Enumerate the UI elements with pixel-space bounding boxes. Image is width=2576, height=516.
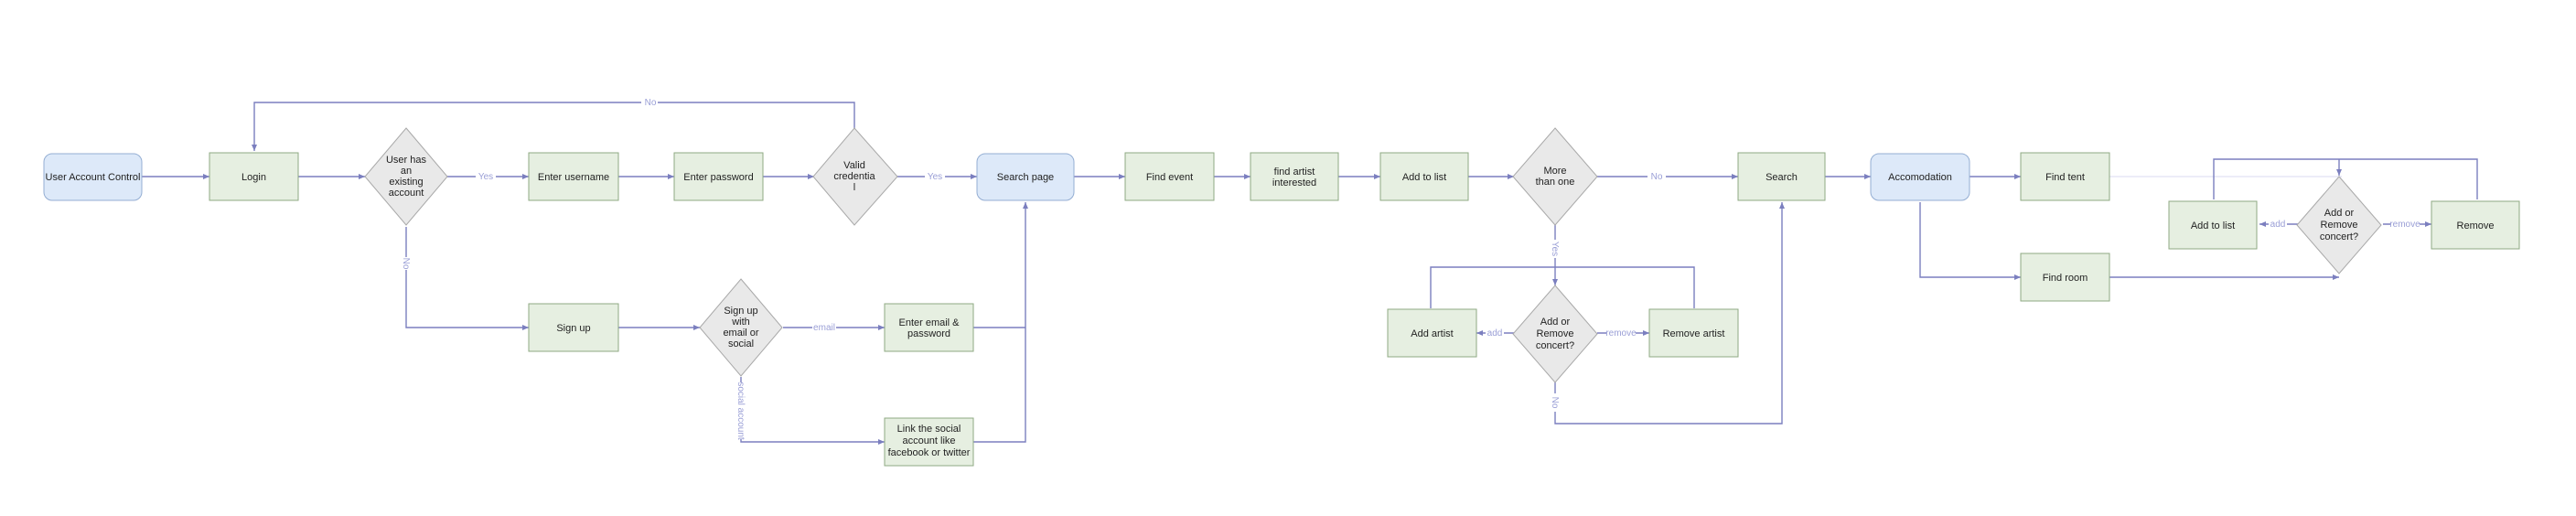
svg-text:facebook or twitter: facebook or twitter [888, 447, 971, 458]
node-find-event[interactable]: Find event [1124, 152, 1215, 201]
edge-label-no: No [1651, 172, 1663, 182]
svg-text:More: More [1543, 166, 1566, 177]
node-find-artist[interactable]: find artist interested [1250, 152, 1339, 201]
svg-text:existing: existing [389, 177, 423, 188]
node-add-to-list[interactable]: Add to list [1379, 152, 1469, 201]
decision-user-has-account[interactable]: User has an existing account [364, 127, 448, 226]
svg-text:account like: account like [902, 435, 955, 446]
edge-label-yes: Yes [928, 172, 942, 182]
node-add-artist[interactable]: Add artist [1387, 308, 1477, 358]
svg-text:Add or: Add or [2324, 208, 2355, 219]
node-find-tent[interactable]: Find tent [2020, 152, 2110, 201]
svg-text:Sign up: Sign up [724, 306, 757, 317]
edge-label-no: No [401, 258, 411, 270]
svg-text:User has: User has [386, 155, 427, 166]
svg-text:Enter password: Enter password [683, 172, 753, 183]
decision-add-remove-concert-2[interactable]: Add or Remove concert? [2296, 176, 2382, 274]
edge-label-yes: Yes [478, 172, 493, 182]
svg-text:Add artist: Add artist [1411, 328, 1453, 339]
svg-text:with: with [731, 317, 750, 328]
svg-text:credentia: credentia [833, 171, 875, 182]
svg-text:interested: interested [1272, 177, 1316, 188]
svg-text:Search page: Search page [997, 172, 1054, 183]
edge-label-social: social account [735, 382, 746, 440]
node-enter-password[interactable]: Enter password [673, 152, 764, 201]
svg-text:Remove: Remove [2321, 220, 2358, 231]
edge-label-no: No [1550, 397, 1560, 409]
svg-text:social: social [728, 339, 754, 349]
edge-label-remove: remove [1605, 328, 1637, 339]
edge-label-yes: Yes [1550, 242, 1560, 256]
node-user-account-control[interactable]: User Account Control [43, 153, 143, 201]
node-find-room[interactable]: Find room [2020, 253, 2110, 302]
svg-text:Remove artist: Remove artist [1663, 328, 1725, 339]
node-link-social[interactable]: Link the social account like facebook or… [884, 417, 974, 467]
node-enter-username[interactable]: Enter username [528, 152, 619, 201]
svg-text:Add to list: Add to list [1402, 172, 1446, 183]
svg-text:Add to list: Add to list [2191, 220, 2235, 231]
svg-text:User Account Control: User Account Control [46, 172, 141, 183]
svg-text:find artist: find artist [1274, 167, 1315, 177]
svg-text:Sign up: Sign up [556, 323, 590, 334]
svg-text:Enter username: Enter username [538, 172, 609, 183]
decision-more-than-one[interactable]: More than one [1512, 127, 1598, 226]
svg-text:Login: Login [242, 172, 266, 183]
edge-label-add: add [1487, 328, 1503, 339]
svg-text:Find room: Find room [2043, 273, 2088, 284]
node-login[interactable]: Login [209, 152, 299, 201]
svg-text:concert?: concert? [2320, 231, 2358, 242]
edge-labels: Yes Yes No No No Yes email social accoun… [400, 96, 2420, 440]
node-accomodation[interactable]: Accomodation [1870, 153, 1970, 201]
svg-text:account: account [389, 188, 424, 199]
edge-label-add: add [2270, 220, 2286, 230]
decision-sign-up-with[interactable]: Sign up with email or social [699, 278, 783, 377]
decision-valid-credential[interactable]: Valid credentia l [812, 127, 898, 226]
svg-text:Add or: Add or [1540, 317, 1571, 328]
svg-text:Find event: Find event [1146, 172, 1193, 183]
edge-label-remove: remove [2389, 220, 2420, 230]
svg-text:password: password [907, 328, 950, 339]
svg-text:email or: email or [723, 328, 758, 339]
edge-label-email: email [813, 323, 835, 333]
node-enter-email-password[interactable]: Enter email & password [884, 303, 974, 352]
edge-label-no: No [645, 98, 657, 108]
node-remove-artist[interactable]: Remove artist [1648, 308, 1739, 358]
svg-text:Link the social: Link the social [897, 424, 961, 435]
node-add-to-list-2[interactable]: Add to list [2168, 200, 2258, 250]
node-search[interactable]: Search [1737, 152, 1826, 201]
svg-text:Accomodation: Accomodation [1888, 172, 1952, 183]
svg-text:an: an [401, 166, 412, 177]
svg-text:Enter email &: Enter email & [898, 317, 960, 328]
svg-text:concert?: concert? [1536, 340, 1574, 351]
svg-text:Find tent: Find tent [2045, 172, 2085, 183]
svg-text:l: l [853, 182, 855, 193]
svg-text:Valid: Valid [843, 160, 865, 171]
node-remove[interactable]: Remove [2431, 200, 2520, 250]
svg-text:Remove: Remove [1537, 328, 1574, 339]
svg-text:Search: Search [1766, 172, 1798, 183]
decision-add-remove-concert[interactable]: Add or Remove concert? [1512, 285, 1598, 383]
node-sign-up[interactable]: Sign up [528, 303, 619, 352]
svg-text:than one: than one [1536, 177, 1575, 188]
node-search-page[interactable]: Search page [976, 153, 1075, 201]
svg-text:Remove: Remove [2457, 220, 2495, 231]
